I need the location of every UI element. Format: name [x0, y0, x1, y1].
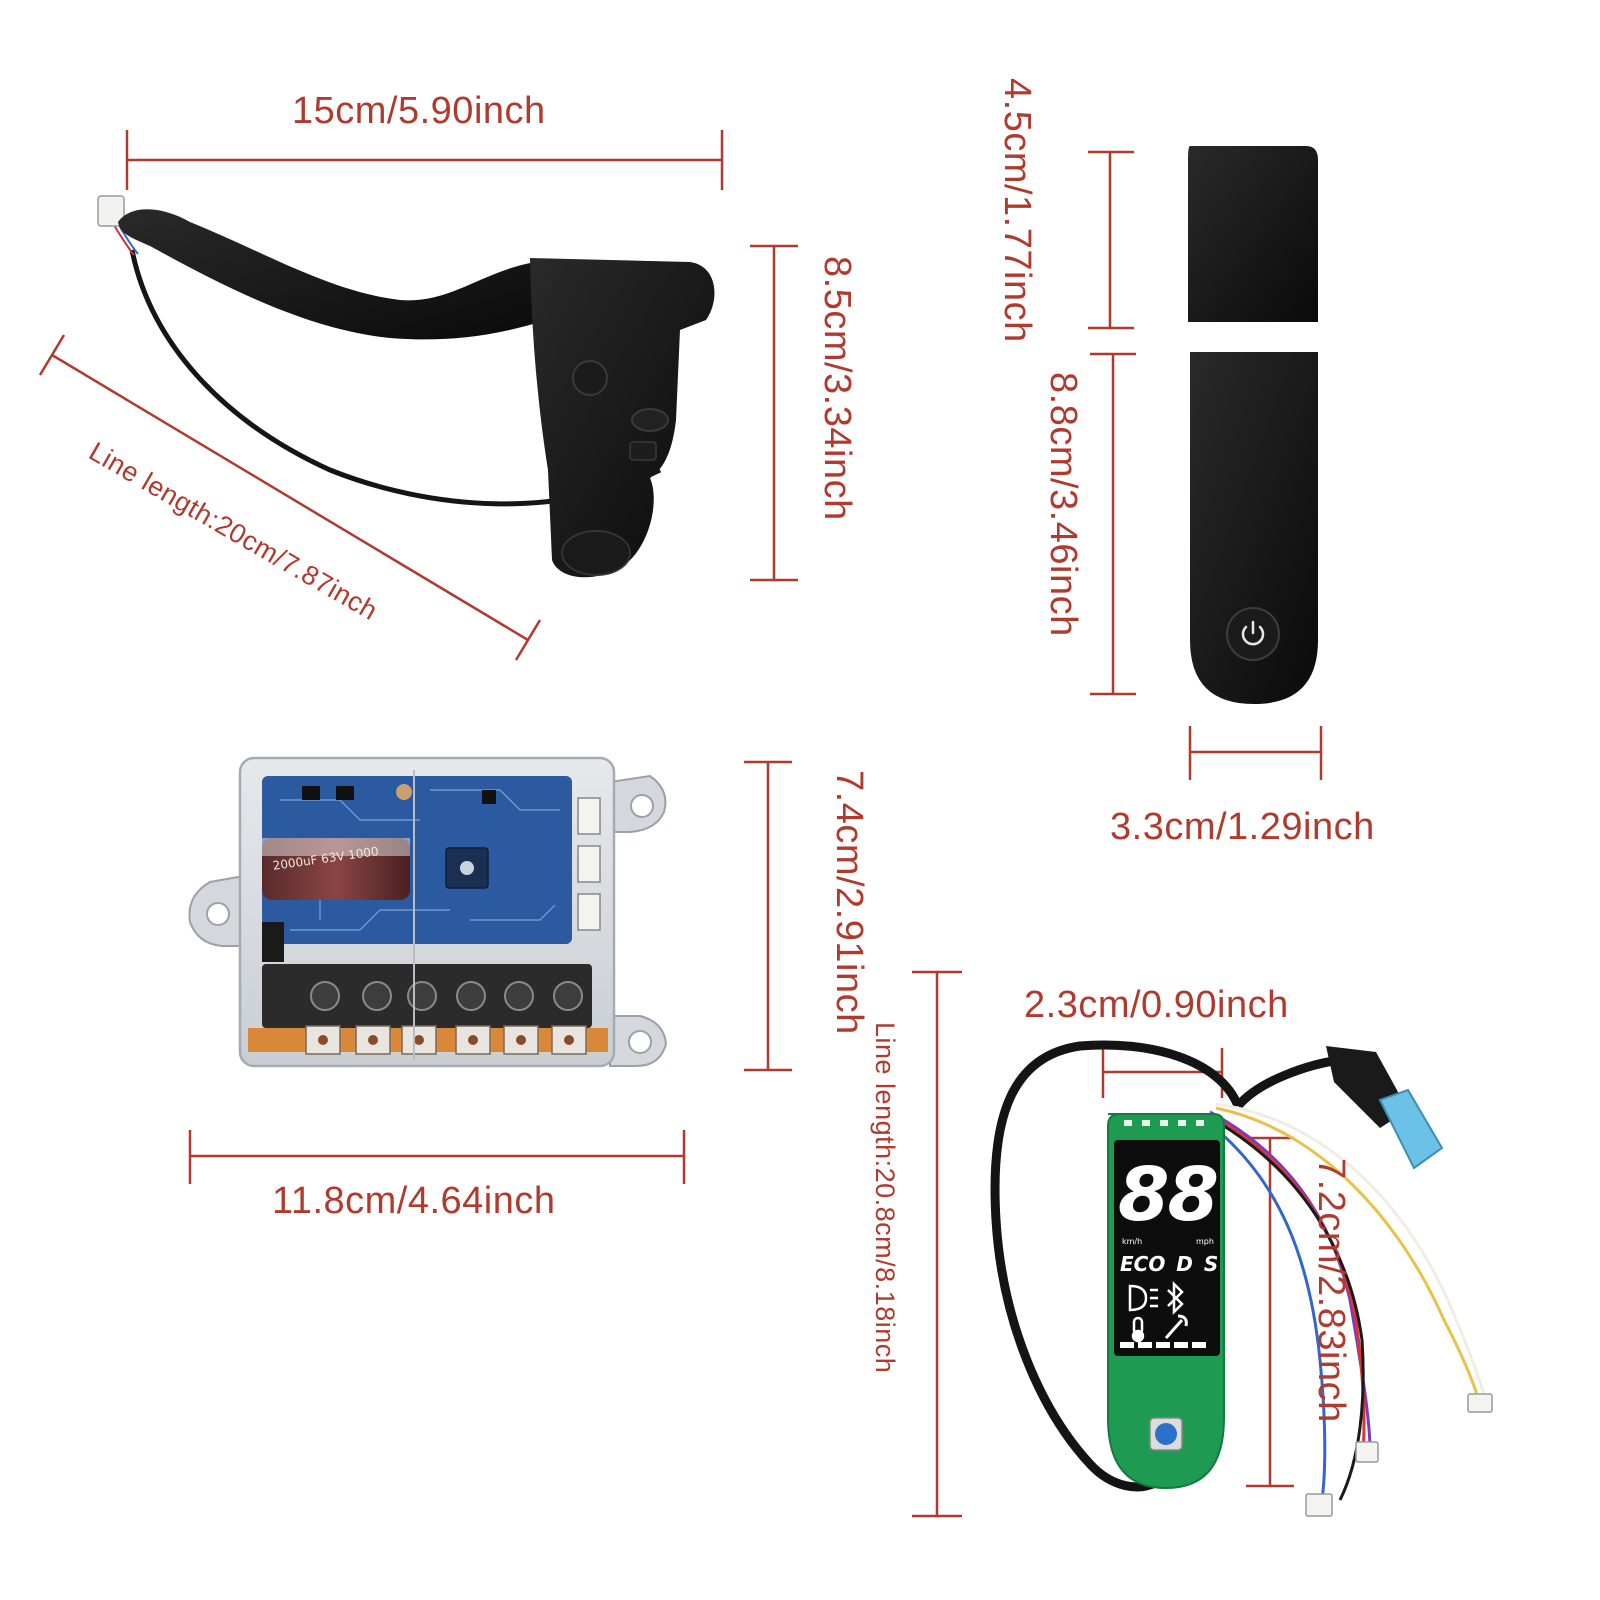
brake-height-dimension-line	[750, 244, 798, 582]
wrench-icon	[1164, 1314, 1188, 1339]
cover-width-dimension-line	[1188, 726, 1323, 780]
controller-side-connectors	[577, 797, 601, 931]
headlight-icon	[1128, 1284, 1158, 1312]
brake-cable-dimension-line	[38, 334, 542, 661]
display-unit-kmh: km/h	[1122, 1237, 1143, 1246]
brake-lever-body	[530, 258, 715, 578]
display-wire-connector-2	[1355, 1441, 1379, 1463]
display-wire-connector-1	[1467, 1393, 1493, 1413]
display-height-dimension-line	[1246, 1136, 1294, 1488]
display-connector-tip	[1378, 1088, 1444, 1170]
display-modes: ECO D S	[1120, 1252, 1219, 1276]
display-button	[1155, 1423, 1177, 1445]
cover-width-label: 3.3cm/1.29inch	[1110, 806, 1375, 848]
brake-width-label: 15cm/5.90inch	[292, 90, 546, 132]
cover-top-piece	[1188, 146, 1318, 322]
controller-pcb	[262, 776, 572, 944]
controller-height-label: 7.4cm/2.91inch	[828, 770, 870, 1035]
cover-top-height-label: 4.5cm/1.77inch	[996, 78, 1038, 343]
brake-height-label: 8.5cm/3.34inch	[816, 256, 858, 521]
cover-bottom-height-dimension-line	[1090, 352, 1136, 696]
cover-bottom-height-label: 8.8cm/3.46inch	[1042, 372, 1084, 637]
brake-pivot-screw	[572, 360, 608, 396]
cover-bottom-piece	[1190, 352, 1318, 704]
display-wire-connector-3	[1305, 1493, 1333, 1517]
display-width-label: 2.3cm/0.90inch	[1024, 984, 1289, 1026]
display-cable-label: Line length:20.8cm/8.18inch	[870, 1022, 900, 1374]
brake-width-dimension-line	[125, 130, 724, 190]
controller-width-dimension-line	[188, 1130, 686, 1184]
display-height-label: 7.2cm/2.83inch	[1310, 1158, 1352, 1423]
cover-top-height-dimension-line	[1088, 150, 1134, 330]
brake-connector	[97, 195, 125, 227]
display-main-cable	[990, 1040, 1243, 1492]
display-board	[990, 1040, 1493, 1517]
controller-width-label: 11.8cm/4.64inch	[272, 1180, 556, 1222]
bluetooth-icon	[1167, 1280, 1184, 1316]
display-cable-dimension-line	[912, 970, 962, 1518]
dashboard-cover	[1188, 146, 1318, 704]
brake-lever	[97, 195, 715, 578]
thermometer-icon	[1131, 1316, 1145, 1343]
display-lcd	[1114, 1140, 1220, 1356]
power-icon	[1241, 620, 1265, 646]
brake-lever-arm	[118, 209, 546, 340]
display-digits: 88	[1118, 1152, 1219, 1238]
display-unit-mph: mph	[1196, 1237, 1214, 1246]
controller-board	[188, 756, 668, 1068]
dimension-lines	[38, 130, 1323, 1518]
controller-height-dimension-line	[744, 760, 792, 1072]
